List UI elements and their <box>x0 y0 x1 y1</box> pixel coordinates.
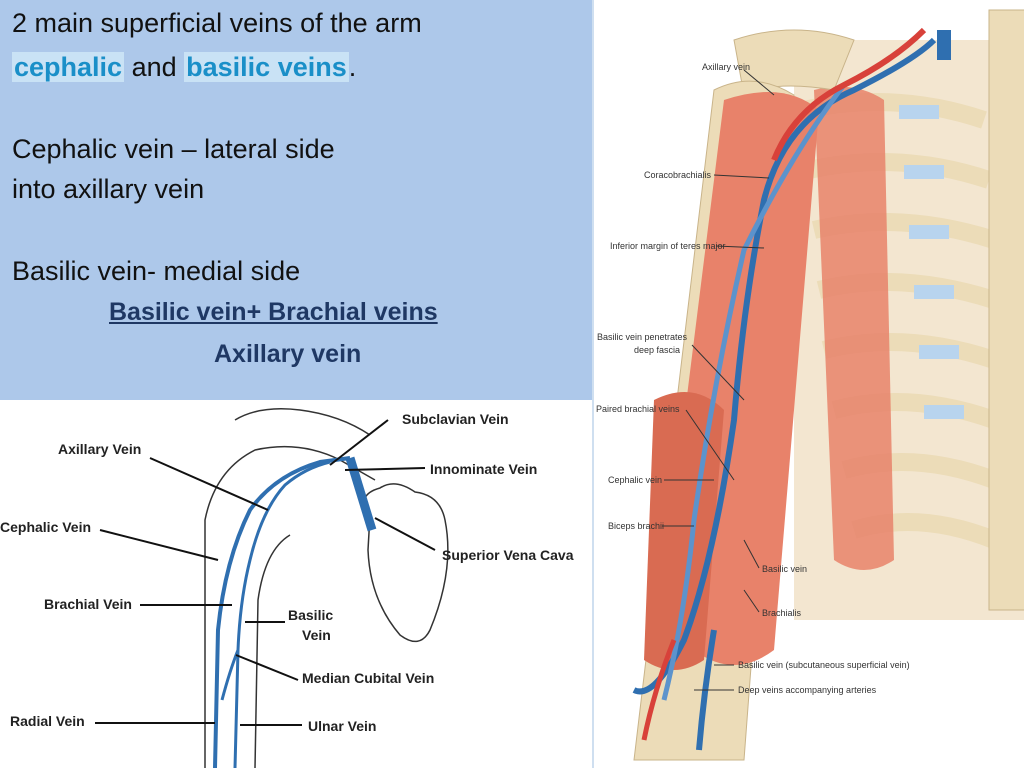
line-main-veins: 2 main superficial veins of the arm <box>12 8 422 38</box>
rlabel-axillary: Axillary vein <box>702 62 750 72</box>
rlabel-basilic-pen-2: deep fascia <box>634 345 680 355</box>
median-cubital-path <box>220 649 240 701</box>
spine <box>988 9 1024 611</box>
basilic-axillary-vein <box>632 37 937 695</box>
leader-median-cubital <box>235 654 299 681</box>
label-svc: Superior Vena Cava <box>442 547 574 563</box>
rlabel-basilic: Basilic vein <box>762 564 807 574</box>
venous-diagram-svg: Subclavian Vein Axillary Vein Innominate… <box>0 408 574 769</box>
leader-innominate <box>344 467 426 471</box>
label-ulnar: Ulnar Vein <box>308 718 376 734</box>
label-innominate: Innominate Vein <box>430 461 537 477</box>
leader-svc <box>374 517 436 551</box>
shoulder-outline <box>234 408 371 436</box>
arm-outline-inner <box>254 534 291 769</box>
line-into-axillary: into axillary vein <box>12 174 205 204</box>
line-basilic-brachial: Basilic vein+ Brachial veins <box>109 298 438 326</box>
label-subclavian: Subclavian Vein <box>402 411 509 427</box>
brachial-artery <box>641 639 677 741</box>
leader-cephalic <box>99 529 219 561</box>
label-radial: Radial Vein <box>10 713 85 729</box>
rlabel-coracobrachialis: Coracobrachialis <box>644 170 712 180</box>
rlabel-brachialis: Brachialis <box>762 608 802 618</box>
leader-subclavian <box>329 419 389 466</box>
right-leader-lines <box>662 69 775 691</box>
basilic-vein-path <box>233 460 331 769</box>
anatomy-illustration: Axillary vein Coracobrachialis Inferior … <box>592 0 1024 768</box>
line-axillary-vein: Axillary vein <box>214 340 362 368</box>
rlabel-paired-brachial: Paired brachial veins <box>596 404 680 414</box>
rlabel-cephalic: Cephalic vein <box>608 475 662 485</box>
and-word: and <box>131 52 177 82</box>
line-basilic-medial: Basilic vein- medial side <box>12 256 301 286</box>
label-cephalic: Cephalic Vein <box>0 519 91 535</box>
rlabel-teres: Inferior margin of teres major <box>610 241 726 251</box>
leader-axillary <box>149 457 269 511</box>
rlabel-biceps: Biceps brachii <box>608 521 664 531</box>
cephalic-term: cephalic <box>12 52 125 82</box>
cartilage <box>899 105 964 419</box>
serratus-muscle <box>814 86 894 571</box>
cephalic-vein-path <box>213 456 351 769</box>
axillary-artery <box>771 27 927 162</box>
label-basilic-1: Basilic <box>288 607 333 623</box>
period: . <box>348 52 357 82</box>
label-brachial: Brachial Vein <box>44 596 132 612</box>
line-cephalic-lateral: Cephalic vein – lateral side <box>12 134 335 164</box>
basilic-term: basilic veins <box>184 52 349 82</box>
text-panel: 2 main superficial veins of the arm ceph… <box>0 0 592 400</box>
arm-outline-outer <box>204 445 376 768</box>
label-median-cubital: Median Cubital Vein <box>302 670 434 686</box>
cephalic-vein-right <box>661 83 846 701</box>
label-basilic-2: Vein <box>302 627 331 643</box>
heart-outline <box>363 483 449 643</box>
line-vein-names: cephalic and basilic veins. <box>12 52 356 83</box>
anatomy-svg: Axillary vein Coracobrachialis Inferior … <box>596 9 1024 761</box>
rlabel-deep-veins: Deep veins accompanying arteries <box>738 685 877 695</box>
label-axillary: Axillary Vein <box>58 441 141 457</box>
rlabel-basilic-pen-1: Basilic vein penetrates <box>597 332 688 342</box>
rlabel-basilic-sub: Basilic vein (subcutaneous superficial v… <box>738 660 910 670</box>
venous-line-diagram: Subclavian Vein Axillary Vein Innominate… <box>0 400 592 769</box>
